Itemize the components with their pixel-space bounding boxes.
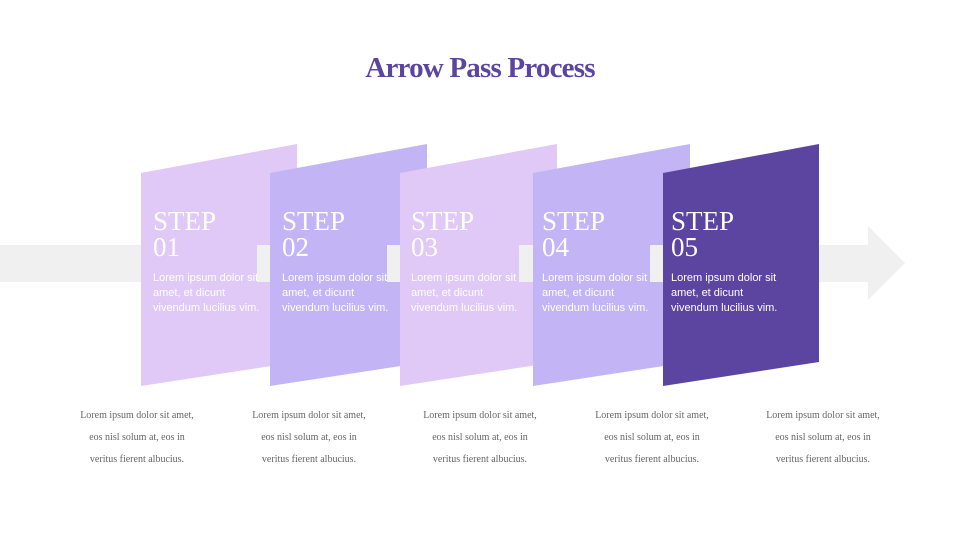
connector-3 — [519, 245, 533, 282]
caption-line: eos nisl solum at, eos in — [432, 432, 528, 443]
step-label: STEP 02 — [282, 206, 392, 262]
caption-line: Lorem ipsum dolor sit amet, — [252, 410, 366, 421]
step-card-05: STEP 05 Lorem ipsum dolor sit amet, et d… — [671, 208, 781, 316]
step-word: STEP — [542, 206, 606, 236]
step-caption-05: Lorem ipsum dolor sit amet, eos nisl sol… — [738, 405, 908, 471]
caption-line: eos nisl solum at, eos in — [604, 432, 700, 443]
step-caption-03: Lorem ipsum dolor sit amet, eos nisl sol… — [395, 405, 565, 471]
step-description: Lorem ipsum dolor sit amet, et dicunt vi… — [153, 272, 260, 314]
step-caption-04: Lorem ipsum dolor sit amet, eos nisl sol… — [567, 405, 737, 471]
step-label: STEP 01 — [153, 206, 263, 262]
slide-title: Arrow Pass Process — [365, 52, 595, 84]
step-card-01-shape — [141, 144, 297, 386]
step-card-03: STEP 03 Lorem ipsum dolor sit amet, et d… — [411, 208, 521, 316]
caption-line: veritus fierent albucius. — [261, 454, 357, 465]
step-word: STEP — [671, 206, 735, 236]
caption-line: Lorem ipsum dolor sit amet, — [595, 410, 709, 421]
step-card-02: STEP 02 Lorem ipsum dolor sit amet, et d… — [282, 208, 392, 316]
step-label: STEP 03 — [411, 206, 521, 262]
step-card-04: STEP 04 Lorem ipsum dolor sit amet, et d… — [542, 208, 652, 316]
step-label: STEP 05 — [671, 206, 781, 262]
caption-line: eos nisl solum at, eos in — [775, 432, 871, 443]
caption-line: Lorem ipsum dolor sit amet, — [423, 410, 537, 421]
caption-line: eos nisl solum at, eos in — [89, 432, 185, 443]
step-caption-01: Lorem ipsum dolor sit amet, eos nisl sol… — [52, 405, 222, 471]
step-number: 04 — [542, 232, 569, 262]
connector-1 — [257, 245, 270, 282]
caption-line: Lorem ipsum dolor sit amet, — [80, 410, 194, 421]
step-number: 01 — [153, 232, 180, 262]
step-number: 02 — [282, 232, 309, 262]
step-description: Lorem ipsum dolor sit amet, et dicunt vi… — [542, 272, 649, 314]
caption-line: veritus fierent albucius. — [775, 454, 871, 465]
step-number: 03 — [411, 232, 438, 262]
step-label: STEP 04 — [542, 206, 652, 262]
caption-line: veritus fierent albucius. — [89, 454, 185, 465]
step-number: 05 — [671, 232, 698, 262]
step-description: Lorem ipsum dolor sit amet, et dicunt vi… — [411, 272, 518, 314]
step-card-02-shape — [270, 144, 427, 386]
step-card-05-shape — [663, 144, 819, 386]
step-card-04-shape — [533, 144, 690, 386]
step-description: Lorem ipsum dolor sit amet, et dicunt vi… — [282, 272, 389, 314]
connector-2 — [387, 245, 400, 282]
step-description: Lorem ipsum dolor sit amet, et dicunt vi… — [671, 272, 778, 314]
step-word: STEP — [411, 206, 475, 236]
step-word: STEP — [153, 206, 217, 236]
caption-line: veritus fierent albucius. — [604, 454, 700, 465]
caption-line: veritus fierent albucius. — [432, 454, 528, 465]
caption-line: Lorem ipsum dolor sit amet, — [766, 410, 880, 421]
step-word: STEP — [282, 206, 346, 236]
step-card-03-shape — [400, 144, 557, 386]
step-card-01: STEP 01 Lorem ipsum dolor sit amet, et d… — [153, 208, 263, 316]
caption-line: eos nisl solum at, eos in — [261, 432, 357, 443]
step-caption-02: Lorem ipsum dolor sit amet, eos nisl sol… — [224, 405, 394, 471]
connector-4 — [650, 245, 663, 282]
